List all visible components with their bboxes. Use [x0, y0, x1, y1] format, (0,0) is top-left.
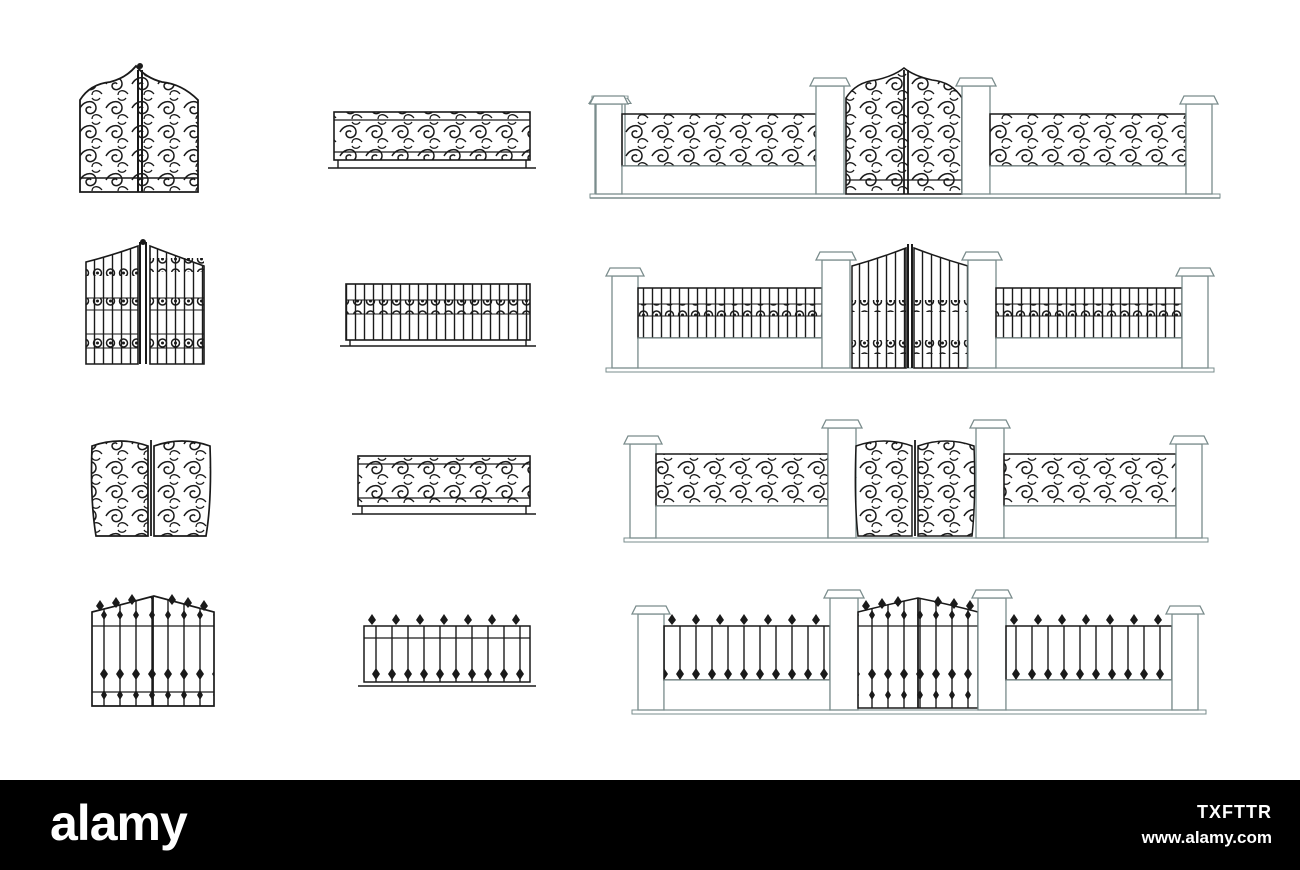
fence-with-gate-bars	[604, 244, 1216, 373]
row-3-curved-scroll-style	[90, 419, 1210, 543]
alamy-logo: alamy	[50, 795, 188, 851]
gate-scroll	[79, 63, 199, 193]
row-4-spear-style	[91, 589, 1207, 715]
site-url-label: www.alamy.com	[1141, 828, 1272, 847]
fence-panel-scroll	[328, 111, 536, 169]
gate-bars	[85, 239, 205, 365]
watermark-footer-bar: alamy TXFTTR www.alamy.com	[0, 780, 1300, 870]
gates-and-fences-illustration	[79, 63, 1221, 715]
fence-panel-curved-scroll	[352, 455, 536, 515]
fence-with-gate-curved-scroll	[622, 419, 1210, 543]
row-1-scroll-style	[79, 63, 1221, 199]
image-id-label: TXFTTR	[1197, 802, 1272, 822]
gate-spear	[91, 594, 215, 707]
fence-panel-bars	[340, 283, 536, 347]
fence-with-gate-scroll	[588, 66, 1221, 199]
fence-with-gate-spear	[630, 589, 1207, 715]
row-2-bars-style	[85, 239, 1216, 373]
fence-panel-spear	[358, 614, 536, 687]
gate-curved-scroll	[90, 440, 212, 537]
